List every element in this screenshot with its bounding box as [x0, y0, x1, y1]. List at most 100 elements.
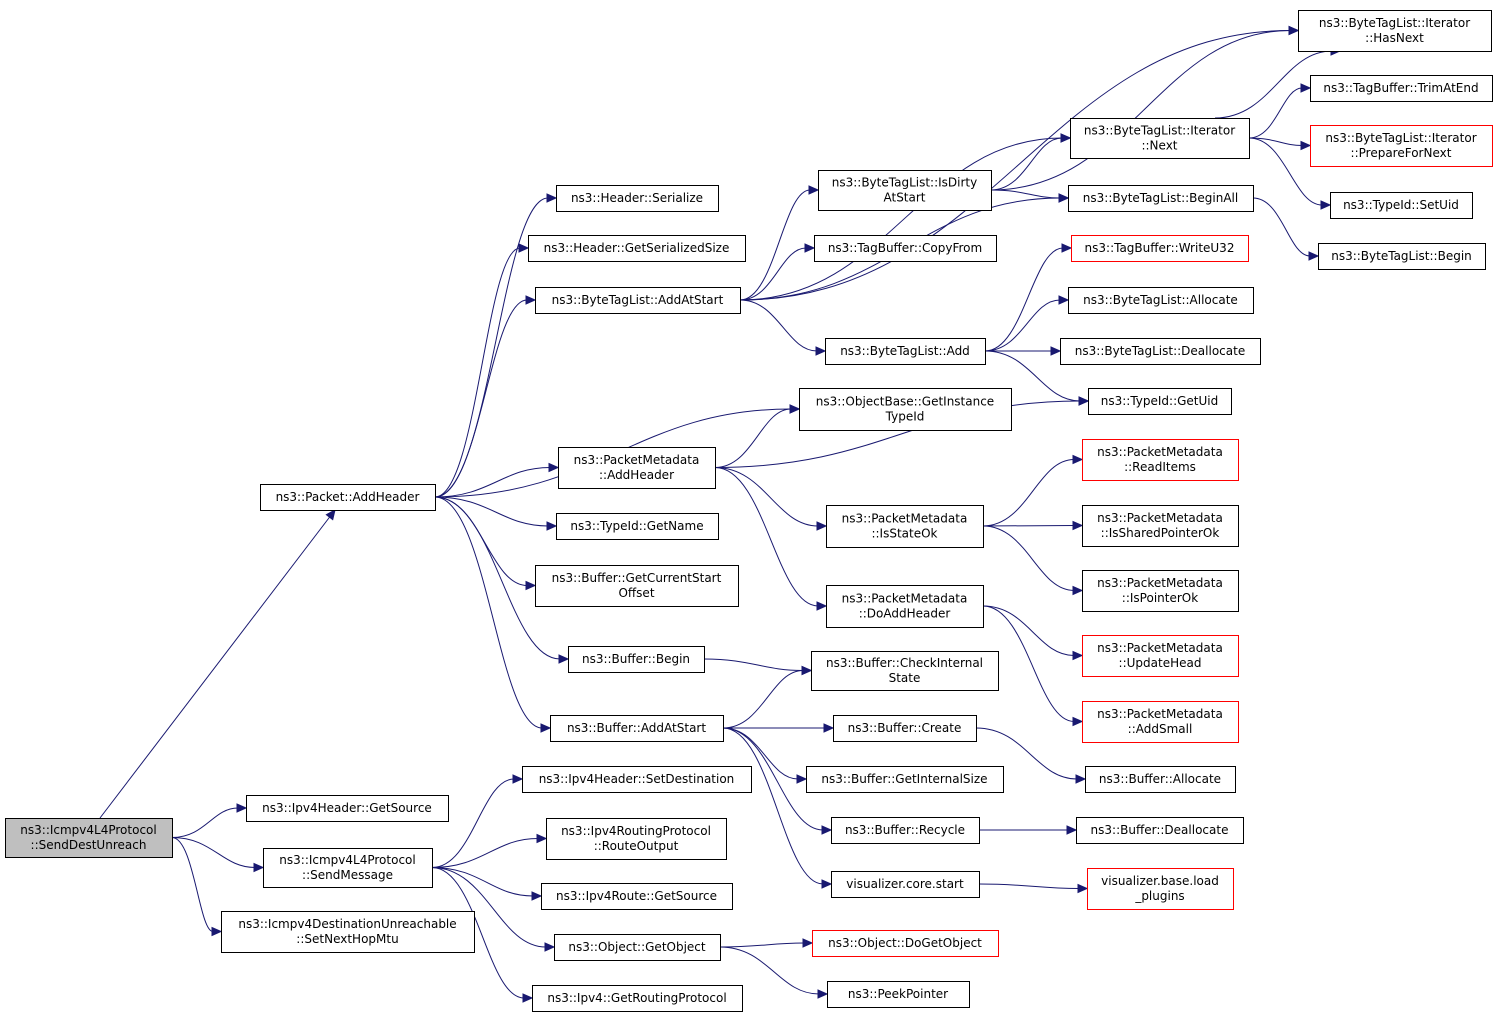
node-label: State	[889, 671, 921, 685]
call-edge-n17-n30	[719, 942, 805, 948]
arrowhead	[211, 926, 223, 937]
arrowhead	[821, 879, 833, 889]
graph-node-n24[interactable]: ns3::PacketMetadata::DoAddHeader	[826, 585, 984, 628]
call-edge-n9-n22	[714, 408, 792, 468]
arrowhead	[804, 243, 816, 253]
graph-node-n30[interactable]: ns3::Object::DoGetObject	[812, 930, 999, 957]
graph-node-n49[interactable]: ns3::TypeId::SetUid	[1330, 192, 1473, 219]
graph-node-n5[interactable]: ns3::Icmpv4DestinationUnreachable::SetNe…	[221, 911, 475, 953]
graph-node-n43[interactable]: ns3::PacketMetadata::AddSmall	[1082, 701, 1239, 743]
graph-node-n34[interactable]: ns3::ByteTagList::BeginAll	[1068, 185, 1254, 212]
arrowhead	[816, 601, 828, 611]
graph-node-n40[interactable]: ns3::PacketMetadata::IsSharedPointerOk	[1082, 505, 1239, 547]
node-label: ns3::ByteTagList::Deallocate	[1075, 344, 1245, 358]
node-label: Offset	[618, 586, 654, 600]
node-box	[541, 883, 733, 910]
arrowhead	[546, 193, 558, 203]
graph-node-n14[interactable]: ns3::Ipv4Header::SetDestination	[522, 766, 752, 793]
graph-node-n39[interactable]: ns3::PacketMetadata::ReadItems	[1082, 439, 1239, 481]
node-box	[826, 585, 984, 628]
graph-node-n13[interactable]: ns3::Buffer::AddAtStart	[550, 715, 724, 742]
graph-node-n27[interactable]: ns3::Buffer::GetInternalSize	[806, 766, 1004, 793]
arrowhead	[558, 654, 570, 664]
arrowhead	[1066, 825, 1078, 835]
graph-node-n50[interactable]: ns3::ByteTagList::Begin	[1318, 243, 1486, 270]
graph-node-n31[interactable]: ns3::PeekPointer	[827, 981, 970, 1008]
node-box	[1071, 235, 1249, 262]
node-label: ns3::PacketMetadata	[1097, 445, 1223, 459]
node-box	[826, 505, 984, 548]
node-box	[260, 484, 436, 511]
graph-node-n29[interactable]: visualizer.core.start	[831, 871, 980, 898]
graph-node-n32[interactable]: ns3::ByteTagList::Iterator::HasNext	[1298, 10, 1492, 52]
arrowhead	[1288, 25, 1300, 36]
node-box	[1060, 338, 1261, 365]
graph-node-n16[interactable]: ns3::Ipv4Route::GetSource	[541, 883, 733, 910]
node-box	[1310, 75, 1493, 102]
graph-node-n20[interactable]: ns3::TagBuffer::CopyFrom	[814, 235, 997, 262]
arrowhead	[1078, 396, 1090, 406]
graph-node-n23[interactable]: ns3::PacketMetadata::IsStateOk	[826, 505, 984, 548]
graph-node-n42[interactable]: ns3::PacketMetadata::UpdateHead	[1082, 635, 1239, 677]
node-label: ns3::ByteTagList::Iterator	[1319, 16, 1470, 30]
graph-node-n4[interactable]: ns3::Icmpv4L4Protocol::SendMessage	[263, 848, 433, 888]
graph-node-n3[interactable]: ns3::Ipv4Header::GetSource	[246, 795, 449, 822]
graph-node-n47[interactable]: ns3::TagBuffer::TrimAtEnd	[1310, 75, 1493, 102]
graph-node-n15[interactable]: ns3::Ipv4RoutingProtocol::RouteOutput	[546, 818, 727, 860]
arrowhead	[525, 580, 537, 591]
graph-node-n12[interactable]: ns3::Buffer::Begin	[568, 646, 705, 673]
graph-node-n38[interactable]: ns3::TypeId::GetUid	[1088, 388, 1232, 415]
node-label: ::ReadItems	[1124, 460, 1196, 474]
node-box	[1082, 701, 1239, 743]
node-label: ns3::Buffer::CheckInternal	[826, 656, 983, 670]
node-label: ns3::PacketMetadata	[842, 592, 968, 606]
node-box	[528, 235, 746, 262]
node-box	[1087, 868, 1234, 910]
node-label: ::AddHeader	[599, 468, 674, 482]
arrowhead	[236, 803, 248, 813]
call-edge-n4-n14	[431, 778, 515, 868]
graph-node-n17[interactable]: ns3::Object::GetObject	[554, 934, 721, 961]
graph-node-n45[interactable]: ns3::Buffer::Deallocate	[1076, 817, 1244, 844]
call-edge-n21-n36	[984, 299, 1061, 352]
graph-node-n10[interactable]: ns3::TypeId::GetName	[556, 513, 719, 540]
arrowhead	[796, 774, 808, 784]
graph-node-n37[interactable]: ns3::ByteTagList::Deallocate	[1060, 338, 1261, 365]
graph-node-n8[interactable]: ns3::ByteTagList::AddAtStart	[535, 287, 741, 314]
call-edge-n26-n44	[975, 727, 1078, 780]
node-label: ns3::TypeId::GetName	[570, 519, 703, 533]
graph-node-n9[interactable]: ns3::PacketMetadata::AddHeader	[558, 447, 716, 489]
graph-node-n35[interactable]: ns3::TagBuffer::WriteU32	[1071, 235, 1249, 262]
node-box	[263, 848, 433, 888]
arrowhead	[802, 938, 814, 948]
node-label: ns3::Object::GetObject	[568, 940, 706, 954]
graph-node-n36[interactable]: ns3::ByteTagList::Allocate	[1068, 287, 1254, 314]
node-label: ns3::Packet::AddHeader	[276, 490, 420, 504]
call-edge-n9-n38	[714, 400, 1081, 468]
graph-node-n6[interactable]: ns3::Header::Serialize	[556, 185, 719, 212]
node-box	[558, 447, 716, 489]
graph-node-n48[interactable]: ns3::ByteTagList::Iterator::PrepareForNe…	[1310, 125, 1493, 167]
call-edge-n13-n29	[722, 727, 824, 885]
graph-node-n46[interactable]: visualizer.base.load_plugins	[1087, 868, 1234, 910]
call-edge-n33-n47	[1248, 87, 1303, 139]
graph-node-n41[interactable]: ns3::PacketMetadata::IsPointerOk	[1082, 570, 1239, 612]
node-label: ::AddSmall	[1128, 722, 1193, 736]
node-label: ::IsPointerOk	[1122, 591, 1198, 605]
graph-node-n28[interactable]: ns3::Buffer::Recycle	[831, 817, 980, 844]
graph-node-n26[interactable]: ns3::Buffer::Create	[833, 715, 977, 742]
graph-node-n33[interactable]: ns3::ByteTagList::Iterator::Next	[1070, 118, 1250, 159]
graph-node-n2[interactable]: ns3::Packet::AddHeader	[260, 484, 436, 511]
node-label: ::HasNext	[1365, 31, 1424, 45]
graph-node-n44[interactable]: ns3::Buffer::Allocate	[1085, 766, 1236, 793]
node-box	[831, 871, 980, 898]
graph-node-n7[interactable]: ns3::Header::GetSerializedSize	[528, 235, 746, 262]
graph-node-n21[interactable]: ns3::ByteTagList::Add	[825, 338, 986, 365]
node-label: ns3::ObjectBase::GetInstance	[816, 395, 994, 409]
node-label: ns3::Ipv4Header::SetDestination	[539, 772, 735, 786]
graph-node-n18[interactable]: ns3::Ipv4::GetRoutingProtocol	[532, 985, 743, 1012]
